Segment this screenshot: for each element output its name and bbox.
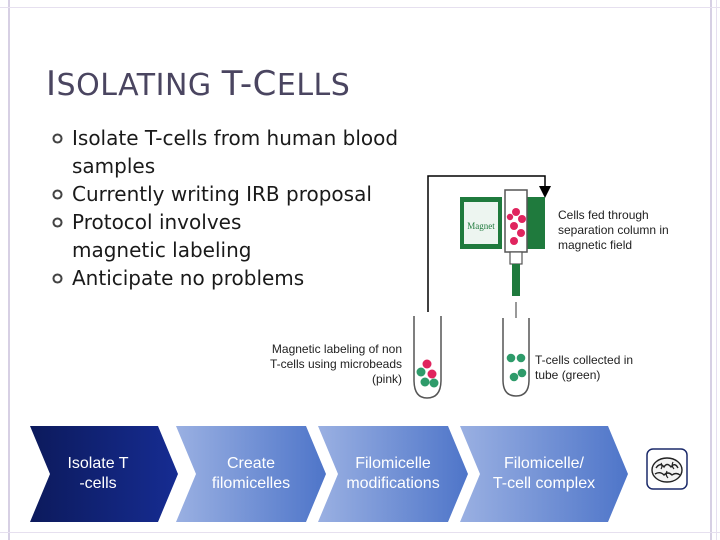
bullet-text: Isolate T-cells from human blood samples	[72, 126, 399, 178]
process-step-isolate: Isolate T -cells	[30, 426, 178, 522]
step-line: T-cell complex	[492, 475, 596, 492]
bullet-text: Protocol involves magnetic labeling	[72, 210, 252, 262]
title-initial-2: T	[221, 64, 240, 104]
frame-line-bottom	[0, 532, 720, 533]
step-line: -cells	[79, 475, 117, 492]
step-line: Create	[226, 455, 276, 472]
title-initial: I	[46, 64, 57, 104]
title-part-2: ELLS	[276, 68, 351, 103]
caption-labeling: Magnetic labeling of non T-cells using m…	[269, 342, 402, 386]
bullet-ring-icon	[52, 273, 63, 284]
bullet-list: Isolate T-cells from human blood samples…	[52, 124, 472, 292]
step-line: Isolate T	[67, 455, 129, 472]
bullet-text: Anticipate no problems	[72, 266, 305, 290]
bullet-item: Isolate T-cells from human blood samples	[52, 124, 472, 180]
bullet-item: Currently writing IRB proposal	[52, 180, 472, 208]
slide-title: ISOLATING T-CELLS	[46, 64, 350, 104]
process-step-modifications: Filomicelle modifications	[318, 426, 468, 522]
frame-line-top	[0, 7, 720, 8]
brain-icon	[646, 448, 688, 490]
bullet-text: Currently writing IRB proposal	[72, 182, 372, 206]
step-line: filomicelles	[211, 475, 291, 492]
process-step-complex: Filomicelle/T-cell complex	[460, 426, 628, 522]
bullet-ring-icon	[52, 189, 63, 200]
process-step-create: Create filomicelles	[176, 426, 326, 522]
title-initial-3: C	[252, 64, 277, 104]
frame-line-left	[8, 0, 10, 540]
bullet-ring-icon	[52, 133, 63, 144]
magnetic-separation-column	[460, 189, 545, 296]
frame-line-right-thin	[716, 0, 717, 540]
frame-line-right	[710, 0, 712, 540]
labeling-tube	[413, 316, 442, 399]
caption-separation: Cells fed through separation column in m…	[558, 208, 669, 252]
magnet-label: Magnet	[467, 221, 495, 231]
step-line: Filomicelle/	[503, 455, 584, 472]
bullet-item: Protocol involves magnetic labeling	[52, 208, 472, 264]
bullet-item: Anticipate no problems	[52, 264, 472, 292]
caption-collected: T-cells collected in tube (green)	[535, 353, 634, 382]
title-dash: -	[239, 64, 253, 104]
title-part-1: SOLATING	[56, 68, 222, 103]
step-line: modifications	[346, 475, 440, 492]
step-line: Filomicelle	[355, 455, 431, 472]
bullet-ring-icon	[52, 217, 63, 228]
collection-tube	[502, 318, 530, 397]
feed-line	[427, 175, 551, 312]
